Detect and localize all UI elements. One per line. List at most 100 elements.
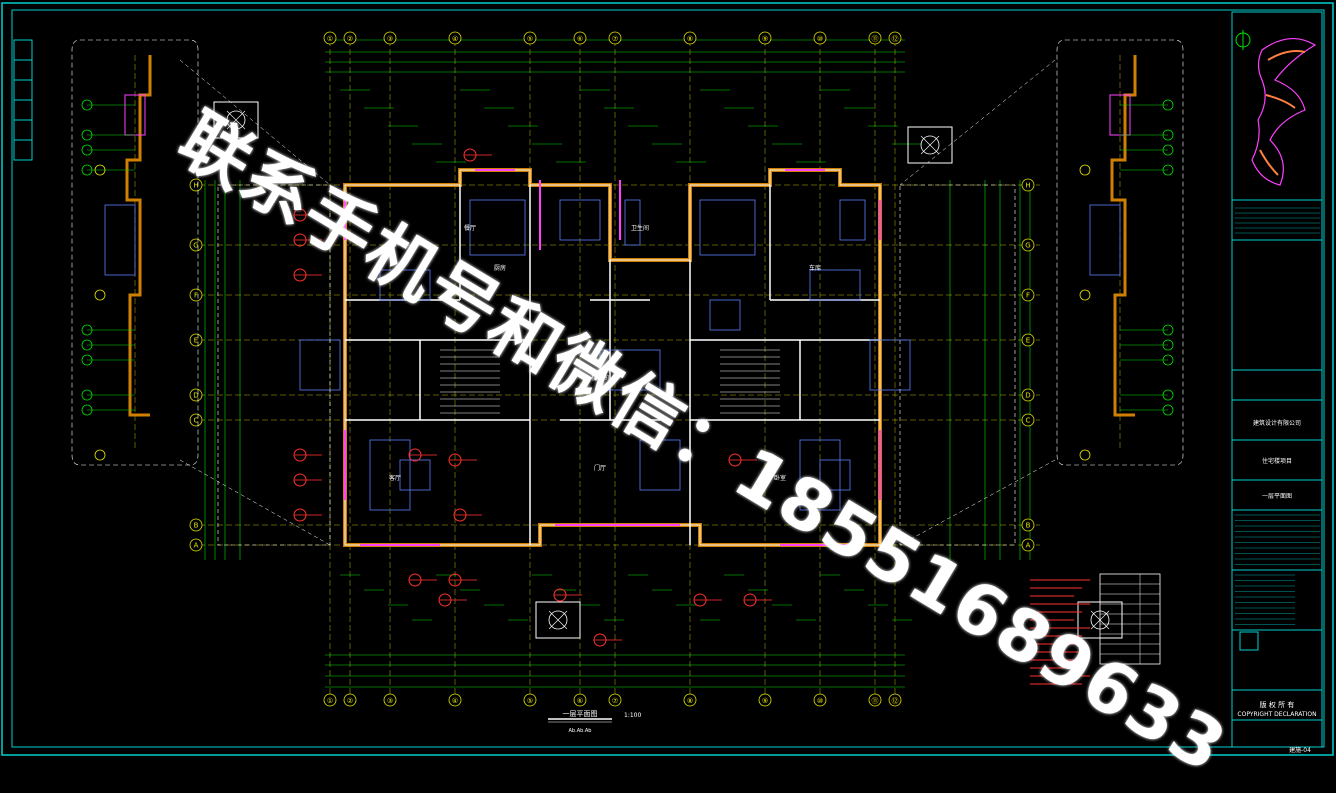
axis-bubble xyxy=(758,31,772,45)
furniture xyxy=(469,199,526,256)
axis-bubble xyxy=(1021,388,1035,402)
detail-bubble xyxy=(1079,164,1091,176)
title-block: 建筑设计有限公司 住宅楼项目 一层平面图 版 权 所 有 COPYRIGHT D… xyxy=(1231,11,1323,754)
axis-label-top: ⑫ xyxy=(892,35,899,43)
axis-label-bottom: ④ xyxy=(452,697,458,705)
axis-label-right: D xyxy=(1025,392,1030,400)
axis-bubble xyxy=(1021,178,1035,192)
drawing-title-text: 一层平面图 xyxy=(563,710,598,718)
axis-label-bottom: ⑪ xyxy=(872,697,879,705)
axis-bubble xyxy=(573,31,587,45)
ac-fan xyxy=(548,610,568,630)
right-elevation-detail xyxy=(1056,39,1184,466)
axis-label-bottom: ⑨ xyxy=(762,697,768,705)
axis-label-left: E xyxy=(194,337,198,345)
axis-bubble xyxy=(868,693,882,707)
axis-bubble xyxy=(1021,288,1035,302)
axis-bubble xyxy=(1021,518,1035,532)
axis-bubble xyxy=(608,693,622,707)
room-label: 车库 xyxy=(809,264,821,272)
axis-label-left: C xyxy=(194,417,199,425)
axis-bubble xyxy=(813,31,827,45)
axis-label-top: ⑪ xyxy=(872,35,879,43)
axis-label-right: B xyxy=(1026,522,1031,530)
dash-diagonal xyxy=(179,59,331,186)
axis-bubble xyxy=(189,538,203,552)
axis-bubble xyxy=(758,693,772,707)
ac-unit xyxy=(535,601,581,639)
axis-bubble xyxy=(343,31,357,45)
axis-bubble xyxy=(343,693,357,707)
ac-unit xyxy=(907,126,953,164)
ac-fan-blade xyxy=(226,110,246,130)
furniture xyxy=(369,439,411,511)
furniture xyxy=(839,199,866,241)
room-label: 门厅 xyxy=(594,464,606,472)
detail-bubble xyxy=(1079,449,1091,461)
axis-label-right: C xyxy=(1026,417,1031,425)
axis-label-left: B xyxy=(194,522,199,530)
axis-label-top: ⑨ xyxy=(762,35,768,43)
furniture xyxy=(869,339,911,391)
outline-dashed xyxy=(217,184,331,546)
furniture xyxy=(819,459,851,491)
furniture xyxy=(709,299,741,331)
detail-bubble xyxy=(94,164,106,176)
axis-bubble xyxy=(189,388,203,402)
axis-label-left: G xyxy=(193,242,198,250)
axis-label-top: ⑥ xyxy=(577,35,583,43)
room-label: 卫生间 xyxy=(631,224,649,232)
axis-bubble xyxy=(868,31,882,45)
inner-frame xyxy=(11,9,1325,748)
axis-bubble xyxy=(448,693,462,707)
axis-label-top: ⑧ xyxy=(687,35,693,43)
axis-bubble xyxy=(888,693,902,707)
company-logo xyxy=(1239,631,1259,651)
axis-bubble xyxy=(573,693,587,707)
axis-bubble xyxy=(189,178,203,192)
axis-label-right: E xyxy=(1026,337,1030,345)
axis-bubble xyxy=(683,31,697,45)
furniture xyxy=(299,339,341,391)
furniture xyxy=(599,349,661,391)
axis-label-right: G xyxy=(1025,242,1030,250)
axis-label-bottom: ① xyxy=(327,697,333,705)
axis-bubble xyxy=(813,693,827,707)
axis-label-top: ⑩ xyxy=(817,35,823,43)
dash-diagonal xyxy=(179,459,331,546)
axis-label-bottom: ⑩ xyxy=(817,697,823,705)
axis-bubble xyxy=(323,31,337,45)
site-key-plan xyxy=(1235,30,1317,186)
axis-bubble xyxy=(189,288,203,302)
axis-bubble xyxy=(523,693,537,707)
axis-label-top: ④ xyxy=(452,35,458,43)
furniture xyxy=(699,199,756,256)
axis-label-top: ① xyxy=(327,35,333,43)
axis-label-bottom: ⑧ xyxy=(687,697,693,705)
dash-diagonal xyxy=(899,459,1056,546)
furniture xyxy=(559,199,601,241)
axis-label-bottom: ⑫ xyxy=(892,697,899,705)
furniture xyxy=(624,199,641,246)
ac-unit xyxy=(213,101,259,139)
room-label: 餐厅 xyxy=(464,224,476,232)
detail-bubble xyxy=(94,449,106,461)
detail-window xyxy=(1089,204,1121,276)
axis-bubble xyxy=(189,238,203,252)
axis-label-bottom: ⑦ xyxy=(612,697,618,705)
axis-bubble xyxy=(189,518,203,532)
axis-bubble xyxy=(608,31,622,45)
dash-diagonal xyxy=(899,59,1056,186)
furniture xyxy=(399,459,431,491)
furniture xyxy=(639,439,681,491)
left-stamp-block xyxy=(13,39,33,161)
room-label: 厨房 xyxy=(494,264,506,272)
axis-bubble xyxy=(189,413,203,427)
axis-bubble xyxy=(1021,538,1035,552)
drawing-subtitle: Ab.Ab.Ab xyxy=(569,728,592,734)
left-elevation-detail xyxy=(71,39,199,466)
drawing-title: 一层平面图 1:100 Ab.Ab.Ab xyxy=(548,710,641,734)
axis-bubble xyxy=(189,333,203,347)
